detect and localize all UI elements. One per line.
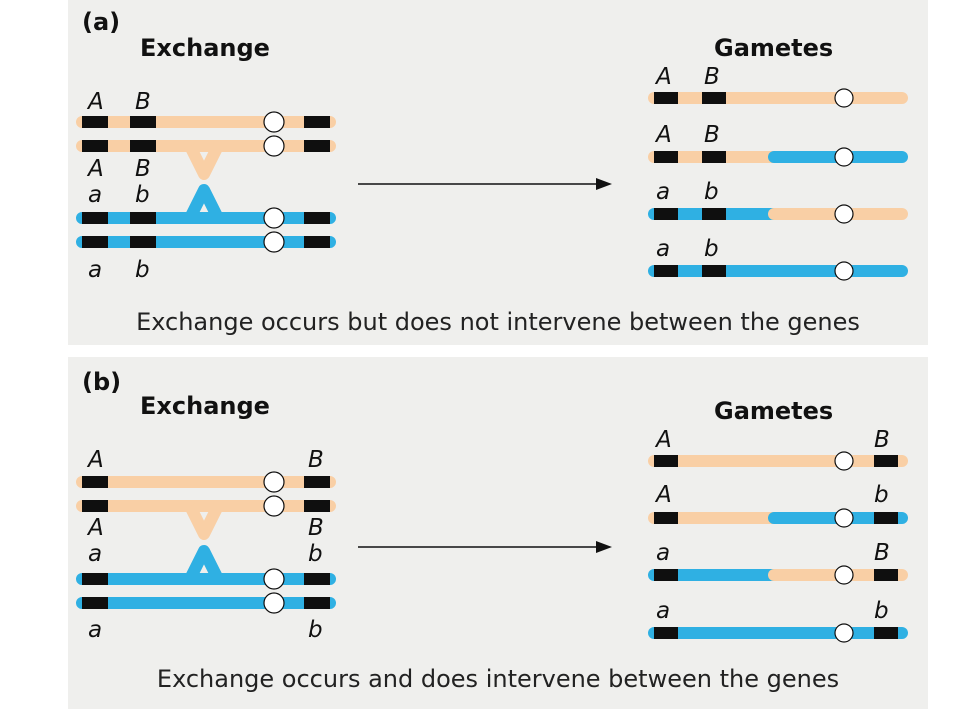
panel-a-centromere-bottom xyxy=(263,231,285,253)
panel-b-centromere-lower-mid xyxy=(263,568,285,590)
panel-a-caption: Exchange occurs but does not intervene b… xyxy=(136,308,860,336)
panel-b-label-bottom-2: b xyxy=(308,617,323,643)
panel-a-peach-chromosome-pair xyxy=(76,111,336,180)
panel-a-exchange-title: Exchange xyxy=(140,34,270,62)
panel-b-marker-A-mid xyxy=(82,500,108,512)
panel-a-gamete-3-label-1: a xyxy=(656,179,670,205)
panel-b-marker-a-mid xyxy=(82,573,108,585)
panel-a-label-top-2: B xyxy=(135,89,151,115)
panel-b-gamete-3-label-1: a xyxy=(656,540,670,566)
panel-a-gamete-2 xyxy=(648,147,908,167)
panel-b-exchange-title: Exchange xyxy=(140,392,270,420)
panel-b-marker-a-bottom xyxy=(82,597,108,609)
panel-b-blue-chromosome-pair xyxy=(76,545,336,614)
panel-a-marker-end-top xyxy=(304,116,330,128)
panel-b-gametes-title: Gametes xyxy=(714,397,833,425)
panel-b-label-bottom-1: a xyxy=(88,617,102,643)
panel-b-marker-B-mid xyxy=(304,500,330,512)
panel-a-marker-A-mid xyxy=(82,140,108,152)
panel-b-tag: (b) xyxy=(82,368,121,396)
panel-a-centromere-top xyxy=(263,111,285,133)
panel-b-marker-B-top xyxy=(304,476,330,488)
panel-a-label-top-1: A xyxy=(86,89,104,115)
panel-b-label-lower-mid-2: b xyxy=(308,541,323,567)
panel-b-label-upper-mid-1: A xyxy=(86,515,104,541)
panel-a-label-lower-mid-2: b xyxy=(135,182,150,208)
panel-a-tag: (a) xyxy=(82,8,120,36)
panel-a-label-lower-mid-1: a xyxy=(88,182,102,208)
panel-b-gamete-2 xyxy=(648,508,908,528)
panel-a-label-upper-mid-1: A xyxy=(86,156,104,182)
panel-b-label-top-1: A xyxy=(86,447,104,473)
panel-a-gamete-3 xyxy=(648,204,908,224)
panel-a-centromere-mid xyxy=(263,135,285,157)
panel-b-gamete-4-label-2: b xyxy=(874,598,889,624)
panel-b-gamete-1-label-2: B xyxy=(874,427,890,453)
panel-b-arrow xyxy=(358,541,612,553)
panel-b-gamete-1 xyxy=(648,451,908,471)
panel-a-blue-chromosome-pair xyxy=(76,184,336,253)
panel-a-marker-end-mid xyxy=(304,140,330,152)
panel-b-centromere-mid xyxy=(263,495,285,517)
panel-a-gamete-4-label-2: b xyxy=(704,236,719,262)
panel-b-label-upper-mid-2: B xyxy=(308,515,324,541)
panel-b-gamete-2-label-1: A xyxy=(654,482,672,508)
panel-a-marker-end-bottom xyxy=(304,236,330,248)
panel-b-caption: Exchange occurs and does intervene betwe… xyxy=(157,665,839,693)
panel-a-marker-a-mid xyxy=(82,212,108,224)
panel-a-label-bottom-1: a xyxy=(88,257,102,283)
panel-b-marker-b-mid xyxy=(304,573,330,585)
panel-b-peach-chromosome-pair xyxy=(76,471,336,540)
panel-b-label-lower-mid-1: a xyxy=(88,541,102,567)
panel-b-marker-b-bottom xyxy=(304,597,330,609)
panel-a-label-bottom-2: b xyxy=(135,257,150,283)
panel-b-centromere-bottom xyxy=(263,592,285,614)
panel-a-marker-b-mid xyxy=(130,212,156,224)
panel-a-marker-A-top xyxy=(82,116,108,128)
panel-a-gamete-1-label-2: B xyxy=(704,64,720,90)
panel-b-gamete-4 xyxy=(648,623,908,643)
panel-a-marker-B-top xyxy=(130,116,156,128)
panel-b-label-top-2: B xyxy=(308,447,324,473)
panel-b-gamete-3 xyxy=(648,565,908,585)
panel-b-diagram: (b) Exchange Gametes A B A B a b a b xyxy=(76,368,908,693)
panel-a-gamete-4 xyxy=(648,261,908,281)
panel-a-gamete-2-label-1: A xyxy=(654,122,672,148)
panel-a-gamete-4-label-1: a xyxy=(656,236,670,262)
panel-a-arrow xyxy=(358,178,612,190)
panel-b-gamete-1-label-1: A xyxy=(654,427,672,453)
panel-a-gametes: A B A B a b xyxy=(648,64,908,281)
panel-b-centromere-top xyxy=(263,471,285,493)
panel-b-gametes: A B A b a B xyxy=(648,427,908,643)
panel-a-gamete-2-label-2: B xyxy=(704,122,720,148)
panel-a-gamete-3-label-2: b xyxy=(704,179,719,205)
panel-a-gamete-1-label-1: A xyxy=(654,64,672,90)
panel-b: (b) Exchange Gametes A B A B a b a b xyxy=(68,357,928,709)
panel-b-marker-A-top xyxy=(82,476,108,488)
panel-b-gamete-4-label-1: a xyxy=(656,598,670,624)
panel-a-diagram: (a) Exchange Gametes A B A B a b a b xyxy=(76,8,908,336)
panel-a-centromere-lower-mid xyxy=(263,207,285,229)
panel-a-marker-b-bottom xyxy=(130,236,156,248)
panel-a: (a) Exchange Gametes A B A B a b a b xyxy=(68,0,928,345)
panel-a-gamete-1 xyxy=(648,88,908,108)
panel-a-marker-a-bottom xyxy=(82,236,108,248)
panel-b-gamete-3-label-2: B xyxy=(874,540,890,566)
panel-a-gametes-title: Gametes xyxy=(714,34,833,62)
panel-a-label-upper-mid-2: B xyxy=(135,156,151,182)
panel-b-gamete-2-label-2: b xyxy=(874,482,889,508)
panel-a-marker-end-lower-mid xyxy=(304,212,330,224)
panel-a-marker-B-mid xyxy=(130,140,156,152)
